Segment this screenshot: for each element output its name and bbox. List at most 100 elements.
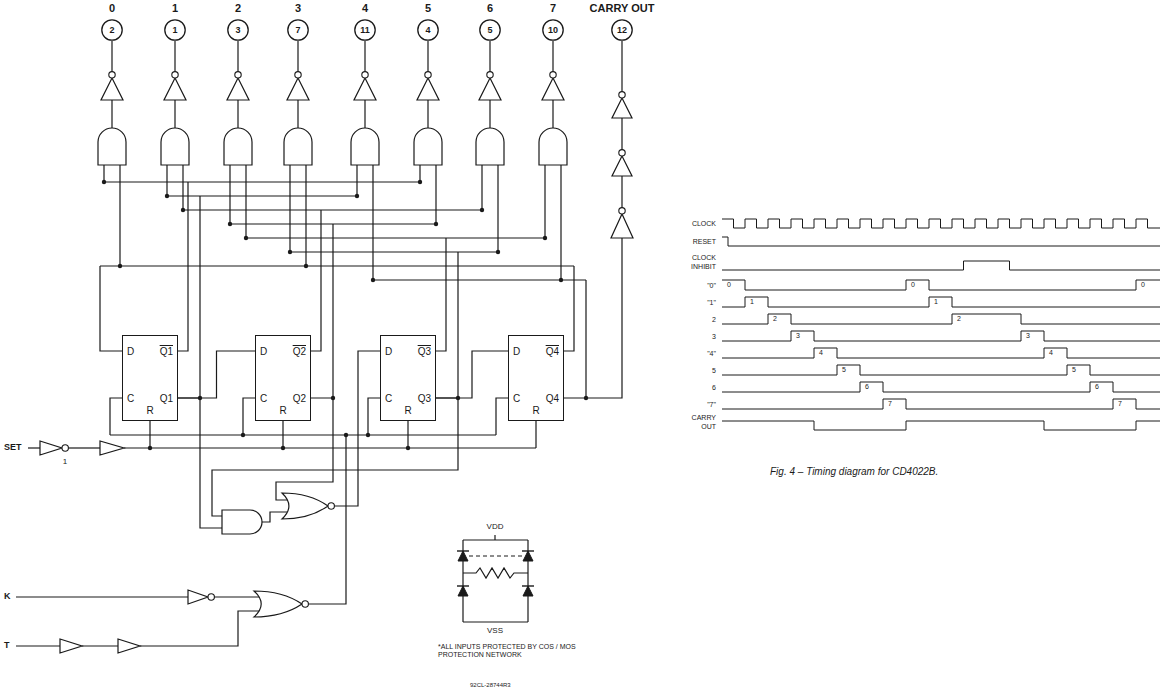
reset-line	[124, 447, 536, 448]
pin-name: 0	[109, 2, 115, 15]
flip-flop-terminal: C	[260, 393, 267, 405]
wire	[237, 41, 238, 72]
pin-name: 7	[550, 2, 556, 15]
output-buffer	[354, 78, 376, 100]
signal-name: "1"	[707, 298, 716, 307]
wire	[305, 165, 306, 266]
wire	[174, 41, 175, 72]
pulse-number: 3	[795, 332, 801, 340]
nor-gate	[282, 493, 328, 519]
pin-circle: 5	[479, 19, 501, 41]
output-buffer	[164, 78, 186, 100]
bus-line	[167, 195, 357, 196]
junction-dot	[281, 446, 285, 450]
signal-name: 2	[712, 315, 716, 324]
and-gate	[414, 128, 442, 165]
pin-circle: 11	[354, 19, 376, 41]
and-gate	[284, 128, 312, 165]
flip-flop-terminal: Q4	[546, 393, 559, 405]
wire	[489, 100, 490, 128]
pin-circle-outline	[418, 20, 438, 40]
wire	[174, 100, 175, 128]
wire	[311, 224, 333, 398]
pin-name: 4	[362, 2, 368, 15]
pin-number: 1	[164, 24, 186, 36]
pulse-number: 0	[1140, 281, 1146, 289]
signal-name: CARRY OUT	[684, 413, 716, 431]
wire	[494, 535, 495, 540]
diode-bar	[522, 585, 534, 586]
buffer	[60, 639, 82, 653]
pulse-number: 2	[956, 315, 962, 323]
signal-name: 3	[712, 332, 716, 341]
and-gate	[476, 128, 504, 165]
output-buffer	[227, 78, 249, 100]
wire	[182, 165, 183, 210]
wire	[245, 165, 246, 238]
and-gate	[161, 128, 189, 165]
and-gate	[222, 510, 262, 534]
wire	[356, 165, 357, 196]
pin-name: 1	[172, 2, 178, 15]
wire	[621, 118, 622, 150]
flip-flop-terminal: Q3	[418, 346, 431, 358]
and-gate	[98, 128, 126, 165]
diode-bar	[522, 550, 534, 551]
pin-circle-outline	[228, 20, 248, 40]
inverter-bubble	[550, 72, 556, 78]
pin-number: 11	[354, 24, 376, 36]
signal-name: CLOCK INHIBIT	[684, 253, 716, 271]
diode	[458, 586, 468, 596]
carry-waveform	[722, 421, 1160, 430]
wire	[364, 100, 365, 128]
flip-flop-terminal: D	[127, 346, 134, 358]
diode	[523, 586, 533, 596]
wire	[544, 165, 545, 238]
wire	[110, 398, 122, 435]
pin-circle-outline	[165, 20, 185, 40]
input-name: K	[4, 591, 11, 602]
wire	[100, 266, 122, 351]
inverter-bubble	[362, 72, 368, 78]
flip-flop-box: DQ1CQ1R	[122, 335, 178, 421]
wire	[200, 398, 222, 528]
pulse-number: 0	[910, 281, 916, 289]
wire	[427, 100, 428, 128]
wire	[489, 41, 490, 72]
drawing-code: 92CL-28744R3	[470, 682, 511, 689]
inverter	[612, 98, 632, 118]
pulse-number: 5	[841, 366, 847, 374]
inverter	[611, 214, 633, 238]
pulse-number: 5	[1071, 366, 1077, 374]
gate-number: 1	[63, 457, 67, 467]
wire	[621, 176, 622, 208]
pin-circle: 10	[542, 19, 564, 41]
wire	[564, 280, 586, 398]
diode	[458, 551, 468, 561]
inverter-bubble	[487, 72, 493, 78]
inhibit-waveform	[722, 261, 1160, 270]
wire	[166, 165, 167, 196]
wire	[308, 435, 346, 604]
wire	[535, 421, 536, 448]
output-waveform	[722, 399, 1160, 409]
wire	[140, 611, 259, 646]
pin-name: 2	[235, 2, 241, 15]
bus-line	[104, 181, 420, 182]
wire	[119, 165, 120, 266]
inverter-bubble	[295, 72, 301, 78]
bus-line	[183, 209, 482, 210]
inverter	[40, 441, 62, 455]
flip-flop-wire	[436, 351, 508, 398]
pin-circle: 3	[227, 19, 249, 41]
output-buffer	[101, 78, 123, 100]
wire	[111, 41, 112, 72]
pulse-number: 4	[1048, 349, 1054, 357]
wire	[435, 165, 436, 224]
flip-flop-terminal: Q1	[160, 393, 173, 405]
flip-flop-box: DQ4CQ4R	[508, 335, 564, 421]
